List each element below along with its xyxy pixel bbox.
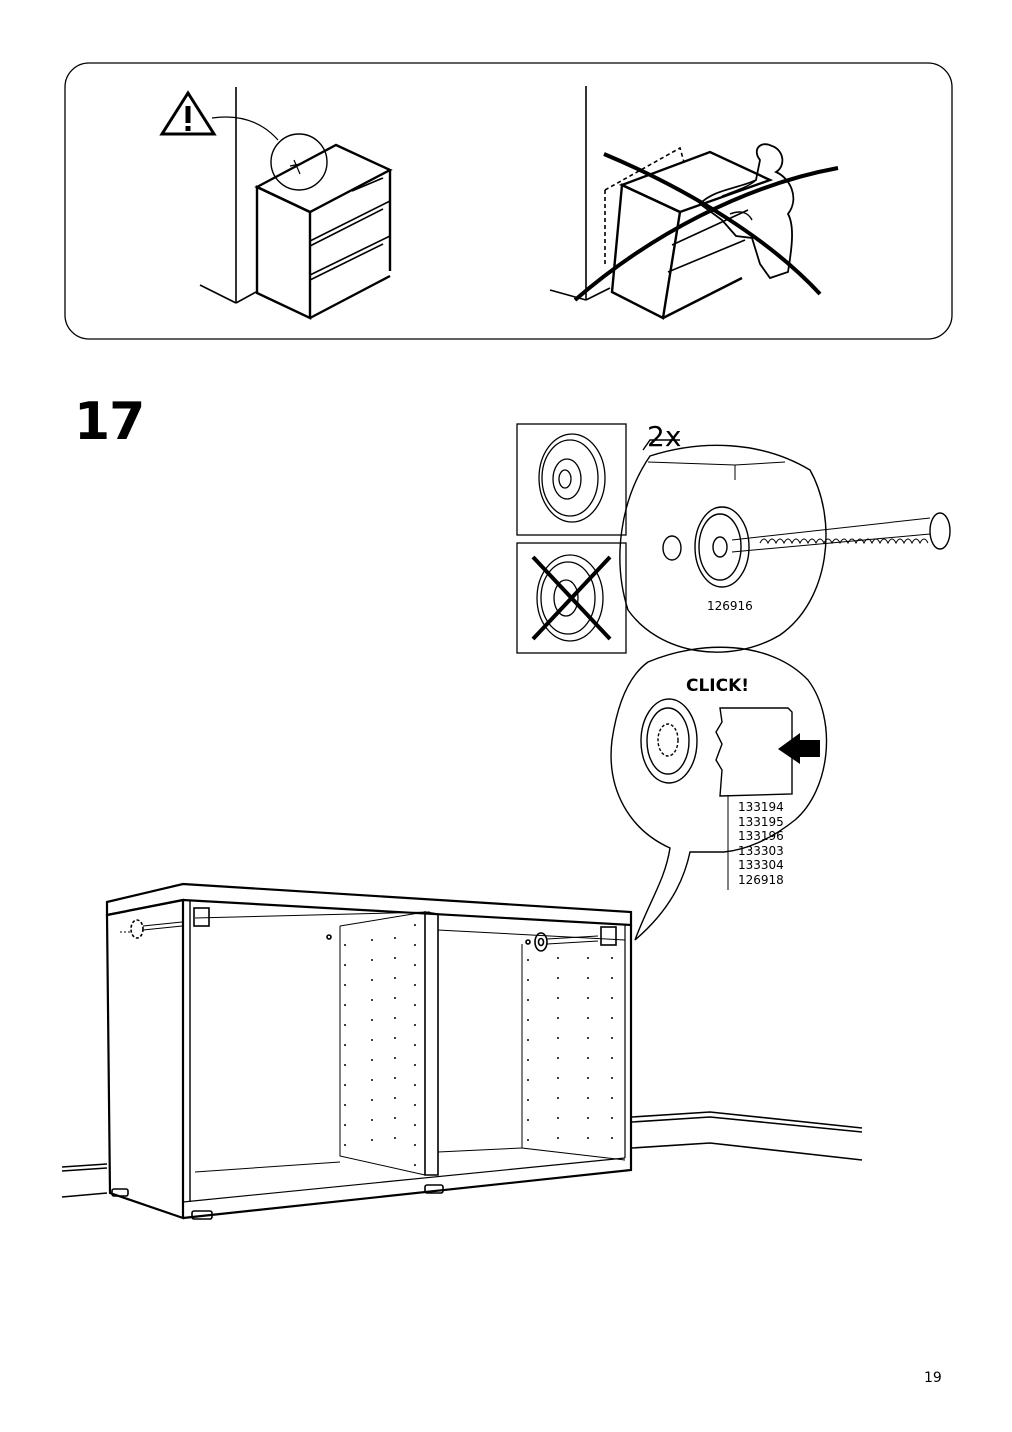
cross-out-icon: [573, 152, 839, 302]
tipping-shelf-illustration: [549, 86, 795, 320]
step-number: 17: [74, 392, 145, 452]
anchored-shelf-illustration: [199, 87, 393, 320]
cover-part-number: 126918: [738, 872, 784, 887]
cover-part-number: 133303: [738, 843, 784, 858]
warning-panel: [64, 62, 953, 340]
cover-part-number: 133195: [738, 814, 784, 829]
cover-part-number: 133194: [738, 800, 784, 814]
quantity-label: 2x: [647, 420, 682, 453]
warning-triangle-icon: [159, 90, 217, 136]
click-detail-circle: [610, 646, 828, 941]
cover-part-numbers: 133194 133195 133196 133303 133304 12691…: [738, 800, 784, 888]
cabinet-illustration: [61, 882, 863, 1220]
incorrect-cover-inset: [516, 542, 627, 654]
click-label: CLICK!: [686, 676, 750, 696]
page-number: 19: [924, 1370, 942, 1386]
screw-part-number: 126916: [707, 599, 753, 613]
cover-part-number: 133196: [738, 829, 784, 844]
cover-part-number: 133304: [738, 858, 784, 873]
screw-detail-circle: [619, 439, 951, 653]
correct-cover-inset: [516, 423, 627, 536]
